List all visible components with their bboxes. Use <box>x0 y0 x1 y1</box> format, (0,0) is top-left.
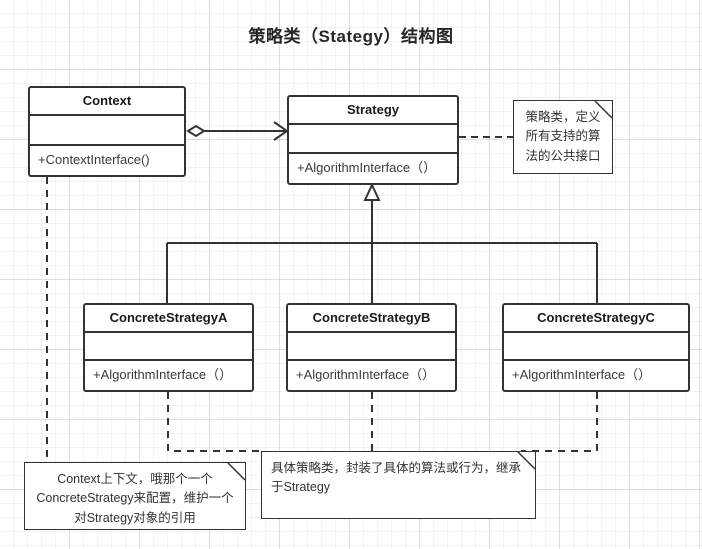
note-concrete-strategies[interactable]: 具体策略类，封装了具体的算法或行为，继承于Strategy <box>261 451 536 519</box>
uml-class-operations-strategy: +AlgorithmInterface（） <box>297 160 437 176</box>
uml-class-operations-concrete-strategy-a: +AlgorithmInterface（） <box>93 367 233 383</box>
uml-class-attributes-strategy <box>289 125 457 155</box>
note-context-text: Context上下文，哦那个一个ConcreteStrategy来配置，维护一个… <box>36 472 234 525</box>
note-strategy-text: 策略类，定义所有支持的算法的公共接口 <box>525 110 601 163</box>
relationship-aggregation-context-strategy <box>186 121 289 141</box>
uml-class-operations-concrete-strategy-c: +AlgorithmInterface（） <box>512 367 652 383</box>
uml-class-name-strategy: Strategy <box>289 97 457 126</box>
uml-class-concrete-strategy-a[interactable]: ConcreteStrategyA +AlgorithmInterface（） <box>83 303 254 392</box>
uml-class-context[interactable]: Context +ContextInterface() <box>28 86 186 177</box>
uml-class-operations-context: +ContextInterface() <box>38 152 150 168</box>
note-fold-corner-icon <box>596 101 612 117</box>
uml-class-attributes-concrete-strategy-c <box>504 333 688 362</box>
uml-class-attributes-concrete-strategy-a <box>85 333 252 362</box>
uml-class-strategy[interactable]: Strategy +AlgorithmInterface（） <box>287 95 459 185</box>
note-strategy[interactable]: 策略类，定义所有支持的算法的公共接口 <box>513 100 613 174</box>
uml-class-attributes-context <box>30 116 184 147</box>
note-context[interactable]: Context上下文，哦那个一个ConcreteStrategy来配置，维护一个… <box>24 462 246 530</box>
uml-class-concrete-strategy-b[interactable]: ConcreteStrategyB +AlgorithmInterface（） <box>286 303 457 392</box>
note-fold-corner-icon <box>519 452 535 468</box>
uml-class-name-concrete-strategy-a: ConcreteStrategyA <box>85 305 252 334</box>
uml-class-operations-concrete-strategy-b: +AlgorithmInterface（） <box>296 367 436 383</box>
relationship-generalization-trunk <box>166 182 598 303</box>
page-title: 策略类（Stategy）结构图 <box>248 27 454 46</box>
uml-class-name-concrete-strategy-b: ConcreteStrategyB <box>288 305 455 334</box>
note-concrete-strategies-text: 具体策略类，封装了具体的算法或行为，继承于Strategy <box>271 461 522 495</box>
uml-class-name-context: Context <box>30 88 184 117</box>
uml-class-name-concrete-strategy-c: ConcreteStrategyC <box>504 305 688 334</box>
uml-class-concrete-strategy-c[interactable]: ConcreteStrategyC +AlgorithmInterface（） <box>502 303 690 392</box>
note-anchor-concrete-strategies <box>167 392 598 452</box>
uml-class-attributes-concrete-strategy-b <box>288 333 455 362</box>
note-fold-corner-icon <box>229 463 245 479</box>
